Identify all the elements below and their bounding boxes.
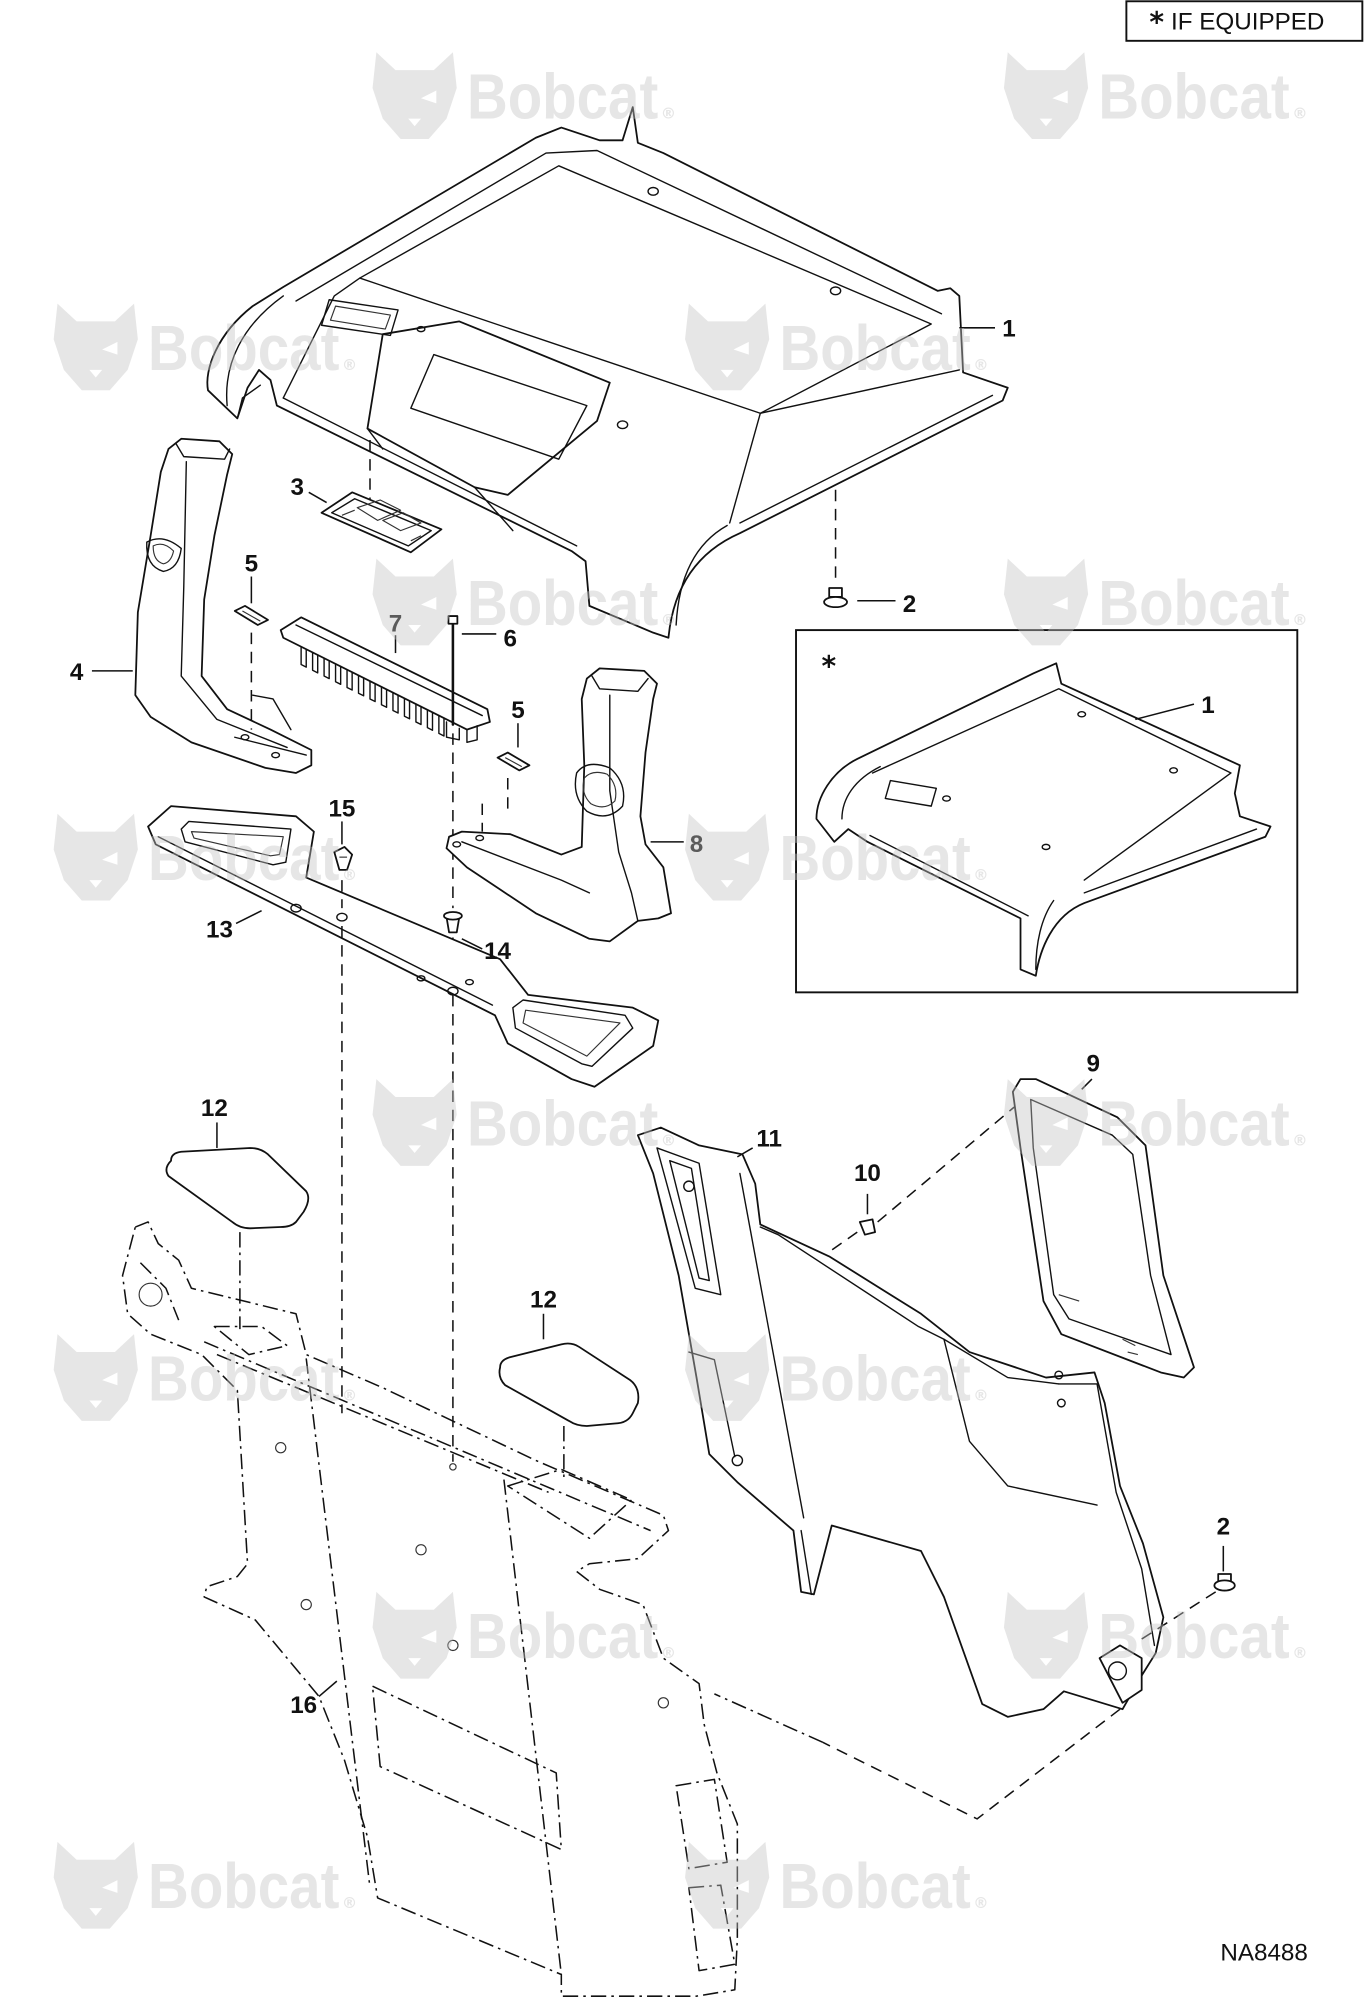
- watermark: Bobcat®: [685, 1334, 989, 1421]
- rivet-part: [443, 911, 463, 934]
- right-clip-part: [496, 751, 531, 772]
- watermark: Bobcat®: [53, 1334, 357, 1421]
- left-clip-part: [233, 604, 269, 626]
- bobcat-logo-icon: [372, 1079, 457, 1166]
- svg-text:Bobcat®: Bobcat®: [467, 1600, 676, 1672]
- inset-asterisk-icon: *: [822, 650, 837, 683]
- if-equipped-label: IF EQUIPPED: [1171, 8, 1324, 35]
- svg-text:Bobcat®: Bobcat®: [1098, 567, 1307, 639]
- callout-1: 1: [1002, 316, 1015, 343]
- svg-text:Bobcat®: Bobcat®: [467, 1087, 676, 1159]
- watermark: Bobcat®: [53, 813, 357, 901]
- step-plate-part: [147, 805, 660, 1088]
- vent-strip-part: [279, 616, 491, 744]
- left-pillar-trim-part: [134, 437, 313, 774]
- if-equipped-note: * IF EQUIPPED: [1125, 0, 1364, 42]
- headliner-part: [206, 106, 1009, 639]
- push-fastener-part: [1213, 1573, 1236, 1592]
- leader-lines: [91, 327, 1225, 1698]
- watermark: Bobcat®: [372, 1079, 676, 1166]
- watermark: Bobcat®: [372, 558, 676, 646]
- watermark: Bobcat®: [53, 303, 357, 391]
- bobcat-logo-icon: [372, 558, 457, 646]
- callout-2: 2: [1217, 1513, 1230, 1540]
- bobcat-logo-icon: [53, 813, 138, 901]
- bobcat-logo-icon: [1003, 558, 1089, 646]
- callout-5: 5: [245, 550, 258, 577]
- watermark: Bobcat®: [1003, 558, 1307, 646]
- upper-mat-part: [165, 1147, 310, 1230]
- bobcat-logo-icon: [53, 1334, 138, 1421]
- callout-6: 6: [504, 626, 517, 653]
- callout-2: 2: [903, 591, 916, 618]
- bobcat-logo-icon: [53, 1841, 138, 1929]
- svg-text:Bobcat®: Bobcat®: [1098, 1600, 1307, 1672]
- svg-text:Bobcat®: Bobcat®: [779, 312, 988, 384]
- callout-4: 4: [70, 659, 84, 686]
- inset-callout-1: 1: [1201, 692, 1214, 719]
- callout-14: 14: [484, 938, 511, 965]
- watermark: Bobcat®: [372, 1591, 676, 1679]
- svg-text:Bobcat®: Bobcat®: [148, 1850, 357, 1922]
- asterisk-icon: *: [1149, 6, 1164, 39]
- callout-3: 3: [291, 474, 304, 501]
- callout-15: 15: [328, 795, 355, 822]
- clip-nut-part: [858, 1218, 876, 1236]
- assembly-line: [714, 1693, 824, 1744]
- callout-16: 16: [290, 1692, 317, 1719]
- plate-clip-part: [333, 846, 354, 871]
- watermark: Bobcat®: [53, 1841, 357, 1929]
- push-fastener-part: [823, 587, 848, 609]
- callout-13: 13: [206, 917, 233, 944]
- watermark: Bobcat®: [372, 52, 676, 140]
- watermark: Bobcat®: [685, 813, 989, 901]
- watermark: Bobcat®: [685, 303, 989, 391]
- watermark: Bobcat®: [685, 1841, 989, 1929]
- dome-light-part: [320, 491, 443, 554]
- assembly-line: [831, 1231, 858, 1251]
- callout-10: 10: [854, 1160, 881, 1187]
- callout-5: 5: [511, 697, 524, 724]
- svg-text:Bobcat®: Bobcat®: [148, 312, 357, 384]
- bobcat-logo-icon: [685, 813, 770, 901]
- assembly-line: [822, 1708, 1121, 1820]
- drawing-number: NA8488: [1220, 1939, 1308, 1966]
- screw-part: [447, 615, 459, 726]
- bobcat-logo-icon: [1003, 52, 1089, 140]
- rear-panel-part: [121, 1221, 739, 1997]
- svg-text:Bobcat®: Bobcat®: [467, 567, 676, 639]
- watermark: Bobcat®: [1003, 1079, 1307, 1166]
- svg-text:Bobcat®: Bobcat®: [148, 822, 357, 894]
- watermark: Bobcat®: [1003, 52, 1307, 140]
- svg-text:Bobcat®: Bobcat®: [148, 1343, 357, 1415]
- svg-text:Bobcat®: Bobcat®: [779, 822, 988, 894]
- svg-text:Bobcat®: Bobcat®: [1098, 1087, 1307, 1159]
- callout-12: 12: [530, 1286, 557, 1313]
- optional-headliner-inset: * 1: [795, 629, 1299, 994]
- watermark-layer: Bobcat® Bobcat® Bobcat® Bobcat® Bobcat® …: [53, 52, 1307, 1929]
- callout-9: 9: [1086, 1050, 1099, 1077]
- lower-mat-part: [498, 1342, 640, 1427]
- callout-12: 12: [201, 1095, 228, 1122]
- callout-11: 11: [756, 1126, 782, 1153]
- side-panel-part: [636, 1126, 1165, 1718]
- bobcat-logo-icon: [372, 52, 457, 140]
- watermark: Bobcat®: [1003, 1591, 1307, 1679]
- bobcat-logo-icon: [53, 303, 138, 391]
- svg-text:Bobcat®: Bobcat®: [467, 61, 676, 133]
- svg-text:Bobcat®: Bobcat®: [1098, 61, 1307, 133]
- right-pillar-trim-part: [445, 667, 672, 943]
- assembly-line: [1141, 1591, 1217, 1640]
- svg-text:Bobcat®: Bobcat®: [779, 1850, 988, 1922]
- svg-text:Bobcat®: Bobcat®: [779, 1343, 988, 1415]
- assembly-line: [877, 1106, 1015, 1223]
